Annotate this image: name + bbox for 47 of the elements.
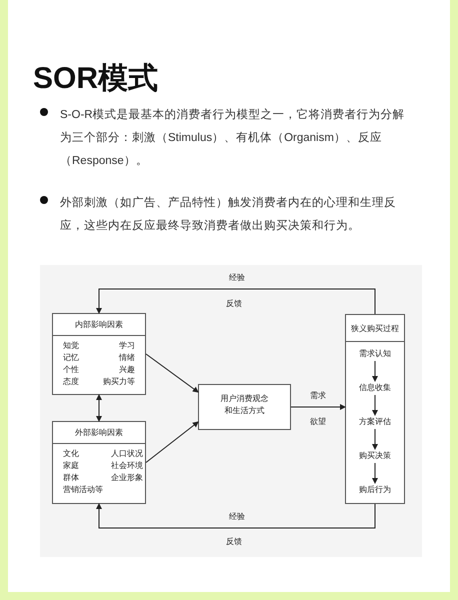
process-panel (345, 314, 405, 504)
bullet-text: 外部刺激（如广告、产品特性）触发消费者内在的心理和生理反应，这些内在反应最终导致消费者做出购买决策和行为。 (60, 195, 397, 234)
arrow (146, 354, 199, 393)
line-label: 欲望 (309, 416, 327, 427)
factor-text: 购买力等 (102, 376, 135, 388)
edge-label: 需求 (309, 390, 327, 401)
bullet-text: S-O-R模式是最基本的消费者行为模型之一，它将消费者行为分解为三个部分：刺激（Stimulus）、有机体（Organism）、反应（Response）。 (60, 107, 405, 169)
factor-box (52, 421, 146, 504)
factor-text: 兴趣 (118, 364, 135, 376)
arrow (290, 404, 346, 410)
arrow (96, 394, 102, 422)
arrow (96, 503, 376, 528)
edge-label: 经验 (228, 272, 246, 283)
factor-text: 学习 (118, 340, 135, 352)
edge-label: 经验 (228, 511, 246, 522)
factor-text: 知觉 (63, 340, 80, 352)
step-text: 需求认知 (346, 347, 404, 361)
factor-text: 态度 (63, 376, 80, 388)
line-label: 反馈 (225, 298, 243, 309)
arrow (372, 360, 378, 382)
page-title: SOR模式 (33, 61, 158, 97)
factor-text: 社会环境 (111, 460, 143, 472)
arrow (96, 288, 376, 314)
step-text: 信息收集 (346, 381, 404, 395)
arrow (372, 394, 378, 416)
line-label: 反馈 (225, 536, 243, 547)
box-text: 用户消费观念和生活方式 (220, 393, 270, 417)
factor-text: 营销活动等 (63, 484, 103, 496)
step-text: 方案评估 (346, 415, 404, 429)
box-heading: 内部影响因素 (53, 314, 145, 336)
arrow (372, 462, 378, 484)
process-box (198, 384, 291, 430)
factor-text: 人口状况 (111, 448, 143, 460)
factor-box (52, 313, 146, 395)
factor-text: 情绪 (118, 352, 135, 364)
step-text: 购买决策 (346, 449, 404, 463)
factor-text: 企业形象 (111, 472, 143, 484)
factor-text: 群体 (63, 472, 80, 484)
arrow (146, 421, 199, 463)
arrow (372, 428, 378, 450)
box-heading: 外部影响因素 (53, 422, 145, 444)
factor-text: 家庭 (63, 460, 80, 472)
factor-text: 个性 (63, 364, 80, 376)
box-heading: 狭义购买过程 (346, 315, 404, 342)
factor-text: 记忆 (63, 352, 80, 364)
step-text: 购后行为 (346, 483, 404, 497)
factor-text: 文化 (63, 448, 80, 460)
